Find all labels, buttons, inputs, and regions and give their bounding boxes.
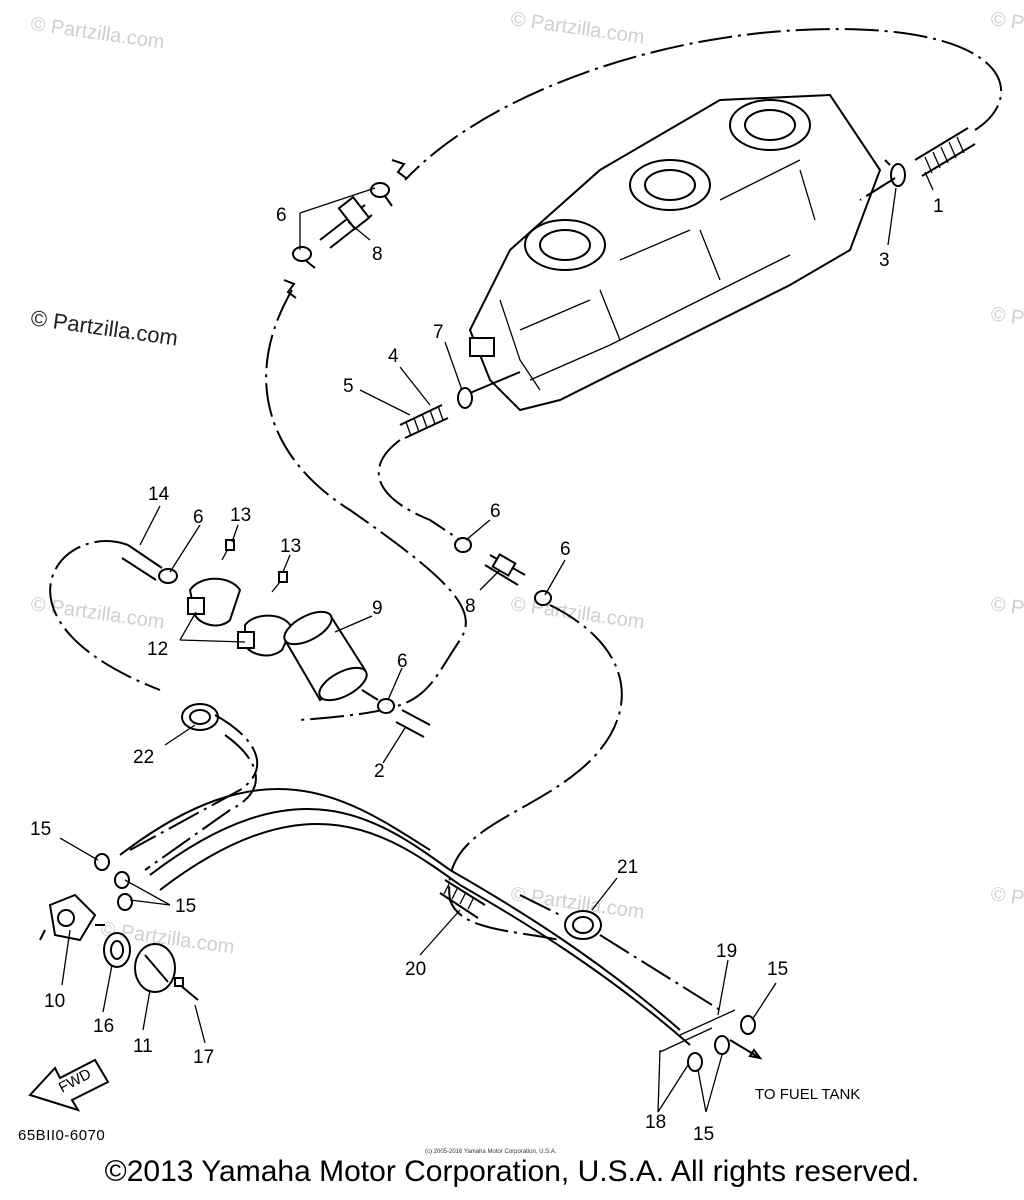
callout-22: 22 [133, 747, 154, 768]
callout-20: 20 [405, 959, 426, 980]
hose-top-loop [404, 28, 1003, 181]
clip-7 [457, 371, 521, 409]
callout-14: 14 [148, 484, 170, 505]
callout-6: 6 [490, 501, 501, 522]
callout-6: 6 [560, 539, 571, 560]
to-fuel-tank-note: TO FUEL TANK [755, 1086, 860, 1103]
screw-17 [174, 977, 199, 1001]
carburetor-assembly [468, 93, 882, 412]
callout-6: 6 [397, 651, 408, 672]
callout-2: 2 [374, 761, 385, 782]
callout-12: 12 [147, 639, 168, 660]
callout-15: 15 [30, 819, 51, 840]
callout-8: 8 [465, 596, 476, 617]
watermark: © Partzilla.com [509, 593, 646, 634]
callout-1: 1 [933, 196, 944, 217]
hose-5 [377, 404, 461, 541]
callout-numbers: 1 2 3 4 5 6 6 6 6 6 7 8 8 9 10 11 12 13 … [30, 196, 944, 1145]
hose-20 [439, 879, 486, 919]
callout-5: 5 [343, 376, 354, 397]
callout-3: 3 [879, 250, 890, 271]
grommet-22 [129, 703, 259, 871]
hose-14 [49, 540, 178, 691]
footer-copyright: ©2013 Yamaha Motor Corporation, U.S.A. A… [104, 1155, 920, 1188]
callout-9: 9 [372, 598, 383, 619]
hose-18 [119, 788, 691, 1046]
break-mark [283, 279, 297, 299]
callout-6: 6 [276, 205, 287, 226]
watermark: © Partzilla.com [29, 13, 166, 54]
clip-3 [884, 159, 906, 187]
watermark: © Partzilla.com [989, 883, 1024, 924]
leader-lines [59, 171, 934, 1113]
callout-11: 11 [133, 1036, 153, 1057]
fwd-arrow: FWD [28, 1058, 110, 1112]
callout-15: 15 [175, 896, 196, 917]
diagram-code: 65BII0-6070 [18, 1127, 105, 1144]
grommet-21 [519, 894, 721, 1011]
watermark-dark: © Partzilla.com [29, 305, 179, 350]
callout-10: 10 [44, 991, 65, 1012]
tiny-copyright: (c) 2005-2016 Yamaha Motor Corporation, … [425, 1149, 557, 1155]
callout-13: 13 [230, 505, 251, 526]
knob-11 [134, 943, 176, 993]
clips-15-right [659, 1009, 763, 1072]
callout-8: 8 [372, 244, 383, 265]
callout-6: 6 [193, 507, 204, 528]
fuel-cock-10 [39, 853, 133, 942]
ring-16 [103, 932, 131, 968]
break-mark [391, 159, 407, 179]
hose-2 [377, 698, 431, 738]
callout-15: 15 [767, 959, 788, 980]
watermark: © Partzilla.com [989, 593, 1024, 634]
joint-8-top [292, 182, 393, 269]
hose-1 [914, 127, 976, 177]
callout-17: 17 [193, 1047, 214, 1068]
hose-left-down [265, 289, 467, 721]
callout-19: 19 [716, 941, 737, 962]
callout-16: 16 [93, 1016, 114, 1037]
fuel-filter-9 [283, 610, 379, 702]
watermark: © Partzilla.com [989, 8, 1024, 49]
callout-4: 4 [388, 346, 399, 367]
callout-13: 13 [280, 536, 301, 557]
joint-8-middle [448, 537, 623, 941]
hose-3-to-carb [859, 177, 896, 201]
callout-7: 7 [433, 322, 444, 343]
callout-15: 15 [693, 1124, 714, 1145]
callout-18: 18 [645, 1112, 666, 1133]
watermark: © Partzilla.com [989, 303, 1024, 344]
callout-21: 21 [617, 857, 638, 878]
watermark: © Partzilla.com [509, 8, 646, 49]
bracket-12 [187, 539, 294, 657]
watermark: © Partzilla.com [29, 593, 166, 634]
